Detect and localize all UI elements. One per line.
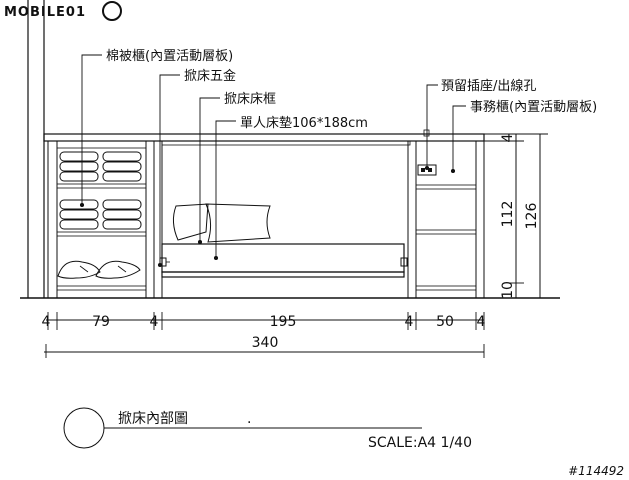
dim-label: 4 bbox=[150, 314, 159, 330]
drawing-scale: SCALE:A4 1/40 bbox=[368, 435, 472, 451]
svg-text:.: . bbox=[247, 411, 251, 427]
bed-frame-rail bbox=[161, 271, 405, 278]
logo-text: MOBILE01 bbox=[4, 5, 86, 20]
dimension-total-width: 340 bbox=[44, 335, 485, 358]
label-mattress: 單人床墊106*188cm bbox=[240, 116, 368, 131]
label-office-cabinet: 事務櫃(內置活動層板) bbox=[470, 100, 597, 115]
folded-quilt-stack-middle bbox=[59, 199, 142, 230]
countertop bbox=[43, 133, 485, 142]
watermark: #114492 bbox=[568, 464, 624, 478]
dim-label: 50 bbox=[436, 314, 454, 330]
title-circle-icon bbox=[63, 407, 105, 449]
dim-label: 79 bbox=[92, 314, 110, 330]
bed bbox=[159, 140, 411, 278]
mattress bbox=[161, 243, 405, 273]
title-block: 掀床內部圖 . SCALE:A4 1/40 bbox=[63, 407, 472, 451]
dimension-chain-horizontal: 4 79 4 195 4 50 4 bbox=[42, 312, 486, 330]
dim-total-label: 340 bbox=[252, 335, 279, 351]
folded-quilt-stack-upper bbox=[59, 151, 142, 182]
label-bed-hardware: 掀床五金 bbox=[184, 68, 236, 84]
logo-ring-icon bbox=[102, 1, 122, 21]
pillows-bottom-shelf bbox=[57, 260, 141, 279]
bed-hardware-hinge-right bbox=[400, 257, 408, 267]
dim-vertical-label: 10 bbox=[500, 281, 516, 299]
dim-label: 4 bbox=[477, 314, 486, 330]
drawing-title: 掀床內部圖 bbox=[118, 411, 188, 427]
dim-vertical-label: 126 bbox=[524, 203, 540, 230]
dim-vertical-label: 112 bbox=[500, 201, 516, 228]
dimension-chain-vertical: 4 112 10 126 bbox=[484, 133, 548, 299]
dim-label: 4 bbox=[42, 314, 51, 330]
label-bed-frame: 掀床床框 bbox=[224, 92, 276, 107]
wall-column bbox=[27, 0, 45, 298]
office-cabinet bbox=[407, 129, 485, 299]
leader-lines bbox=[79, 54, 466, 268]
quilt-cabinet bbox=[47, 140, 163, 299]
label-outlet: 預留插座/出線孔 bbox=[441, 78, 536, 94]
dim-label: 195 bbox=[270, 314, 297, 330]
bed-pillows bbox=[172, 203, 271, 243]
brand-logo: MOBILE01 bbox=[4, 1, 122, 21]
dim-vertical-label: 4 bbox=[500, 133, 516, 142]
label-quilt-cabinet: 棉被櫃(內置活動層板) bbox=[106, 49, 233, 64]
dim-label: 4 bbox=[405, 314, 414, 330]
